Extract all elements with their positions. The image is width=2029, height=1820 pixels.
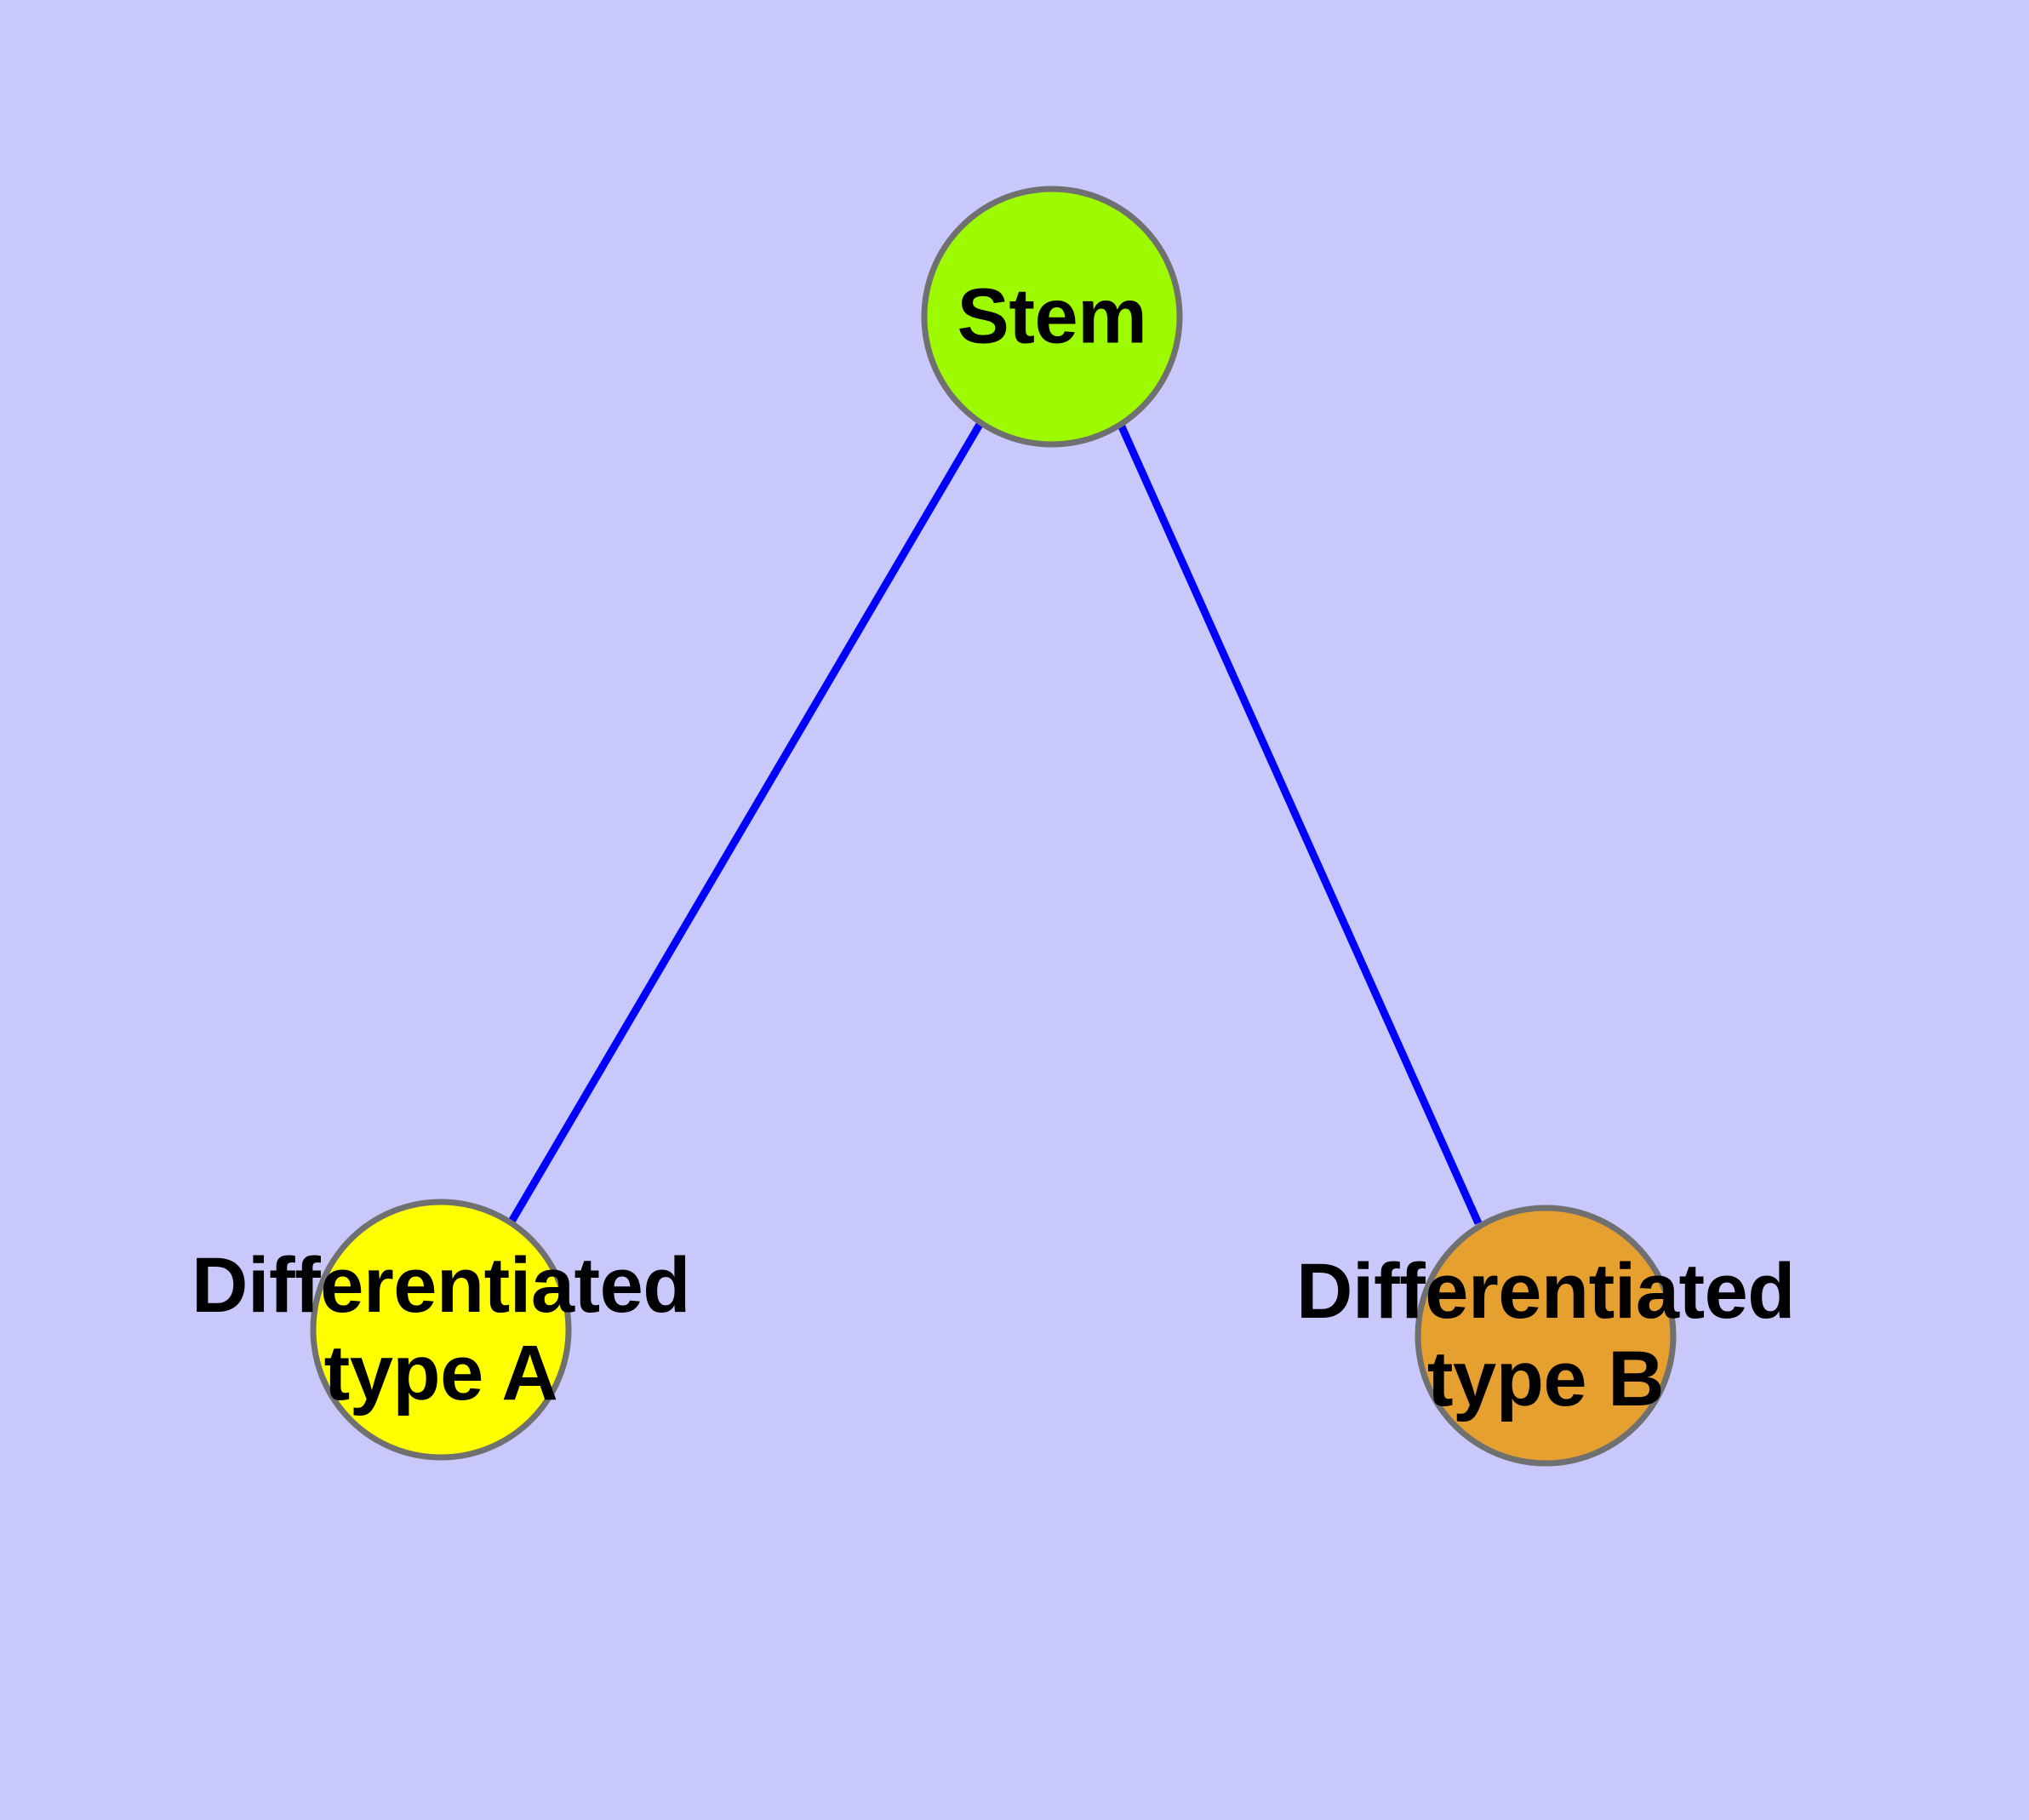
node-circle-diff_b[interactable] — [1415, 1205, 1677, 1467]
node-layer — [310, 186, 1677, 1467]
node-circle-stem[interactable] — [921, 186, 1183, 448]
edge-stem-to-diff-b[interactable] — [1117, 423, 1483, 1225]
edge-stem-to-diff-a[interactable] — [508, 421, 984, 1224]
edge-layer — [508, 421, 1483, 1225]
node-circle-diff_a[interactable] — [310, 1199, 572, 1461]
